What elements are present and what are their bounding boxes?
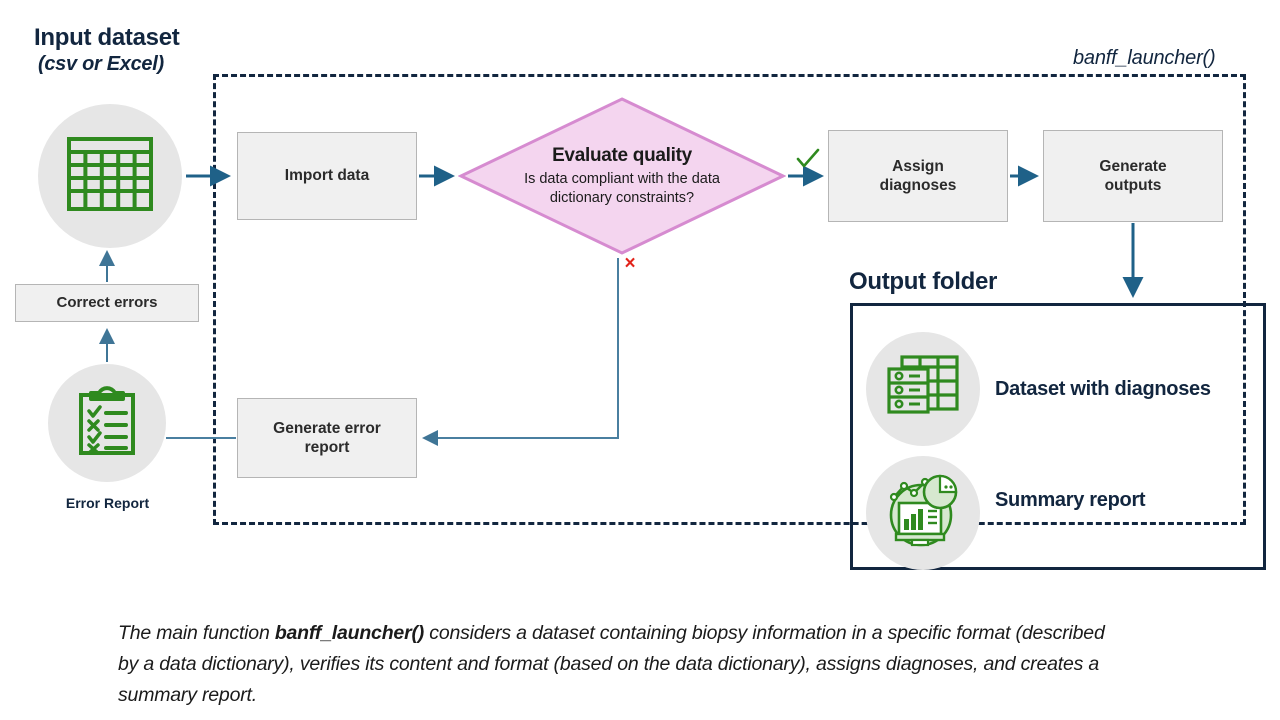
cross-icon: × — [624, 253, 636, 274]
generate-error-report-box[interactable]: Generate error report — [237, 398, 417, 478]
output-folder-box — [850, 303, 1266, 570]
generate-error-report-label-line2: report — [304, 439, 350, 456]
input-dataset-icon-circle — [38, 104, 182, 248]
figure-caption: The main function banff_launcher() consi… — [118, 618, 1118, 711]
error-report-icon-circle — [48, 364, 166, 482]
banff-launcher-label: banff_launcher() — [1073, 47, 1216, 69]
banff-launcher-boundary — [213, 74, 1246, 525]
generate-outputs-label-line1: Generate — [1099, 157, 1167, 175]
output-item-label-dataset: Dataset with diagnoses — [995, 378, 1211, 400]
decision-question-line1: Is data compliant with the data — [524, 170, 720, 187]
check-icon — [795, 146, 821, 172]
dataset-table-icon — [886, 354, 960, 425]
caption-part1: The main function — [118, 622, 275, 644]
diamond-shape — [458, 97, 786, 255]
decision-question-line2: dictionary constraints? — [549, 189, 695, 206]
generate-outputs-box[interactable]: Generate outputs — [1043, 130, 1223, 222]
error-report-label: Error Report — [65, 495, 150, 511]
decision-title: Evaluate quality — [552, 144, 692, 166]
caption-part2: considers a dataset containing biopsy in… — [118, 622, 1105, 706]
dataset-with-diagnoses-icon-circle — [866, 332, 980, 446]
generate-outputs-label-line2: outputs — [1104, 177, 1162, 194]
evaluate-quality-decision[interactable]: Evaluate quality Is data compliant with … — [458, 96, 786, 256]
input-dataset-subtitle: (csv or Excel) — [38, 53, 164, 75]
summary-report-icon-circle — [866, 456, 980, 570]
assign-diagnoses-box[interactable]: Assign diagnoses — [828, 130, 1008, 222]
input-dataset-title: Input dataset — [34, 24, 180, 51]
spreadsheet-icon — [67, 136, 153, 216]
assign-diagnoses-label-line2: diagnoses — [879, 177, 957, 194]
clipboard-checklist-icon — [75, 385, 139, 462]
assign-diagnoses-label-line1: Assign — [892, 157, 944, 175]
correct-errors-box[interactable]: Correct errors — [15, 284, 199, 322]
output-folder-title: Output folder — [849, 268, 998, 295]
import-data-label: Import data — [284, 167, 370, 185]
correct-errors-label: Correct errors — [56, 293, 158, 311]
chart-report-icon — [884, 473, 962, 554]
generate-error-report-label-line1: Generate error — [273, 419, 381, 437]
output-item-label-summary: Summary report — [995, 489, 1146, 511]
import-data-box[interactable]: Import data — [237, 132, 417, 220]
caption-bold: banff_launcher() — [274, 622, 425, 644]
